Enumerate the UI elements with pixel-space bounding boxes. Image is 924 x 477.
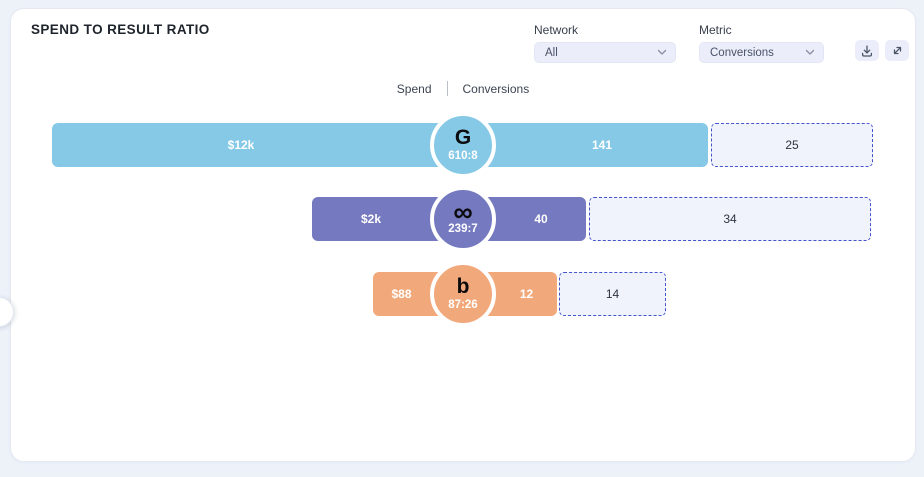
result-value-google: 141 (591, 138, 613, 152)
bing-icon: b (456, 275, 470, 298)
ratio-label-meta: 239:7 (448, 223, 478, 235)
spend-value-meta: $2k (360, 212, 382, 226)
google-icon: G (454, 126, 472, 149)
network-label: Network (534, 23, 579, 37)
chart-legend: Spend Conversions (11, 81, 915, 96)
metric-select[interactable]: Conversions (699, 42, 824, 63)
secondary-box-google[interactable]: 25 (711, 123, 873, 167)
spend-value-bing: $88 (391, 287, 412, 301)
chevron-down-icon (657, 49, 667, 56)
secondary-box-bing[interactable]: 14 (559, 272, 666, 316)
spend-value-google: $12k (227, 138, 255, 152)
chevron-down-icon (805, 49, 815, 56)
ratio-badge-bing[interactable]: b 87:26 (430, 261, 496, 327)
secondary-box-meta[interactable]: 34 (589, 197, 871, 241)
result-value-meta: 40 (534, 212, 548, 226)
legend-divider (446, 81, 448, 96)
ratio-label-bing: 87:26 (448, 299, 478, 311)
legend-spend[interactable]: Spend (396, 81, 432, 96)
download-icon (860, 44, 874, 58)
expand-button[interactable] (885, 40, 909, 61)
result-value-bing: 12 (519, 287, 534, 301)
ratio-badge-google[interactable]: G 610:8 (430, 112, 496, 178)
download-button[interactable] (855, 40, 879, 61)
network-select[interactable]: All (534, 42, 676, 63)
ratio-label-google: 610:8 (448, 150, 478, 162)
secondary-value-bing: 14 (605, 287, 620, 301)
legend-conversions[interactable]: Conversions (462, 81, 530, 96)
ratio-badge-meta[interactable]: ∞ 239:7 (430, 186, 496, 252)
secondary-value-google: 25 (785, 138, 799, 152)
spend-bar-google[interactable] (52, 123, 708, 167)
secondary-value-meta: 34 (723, 212, 737, 226)
expand-arrows-icon (891, 44, 904, 57)
meta-icon: ∞ (453, 197, 473, 227)
spend-to-result-panel: SPEND TO RESULT RATIO Network All Metric… (10, 8, 916, 462)
metric-select-value: Conversions (710, 46, 774, 59)
metric-label: Metric (699, 23, 732, 37)
page-title: SPEND TO RESULT RATIO (31, 22, 210, 37)
network-select-value: All (545, 46, 558, 59)
